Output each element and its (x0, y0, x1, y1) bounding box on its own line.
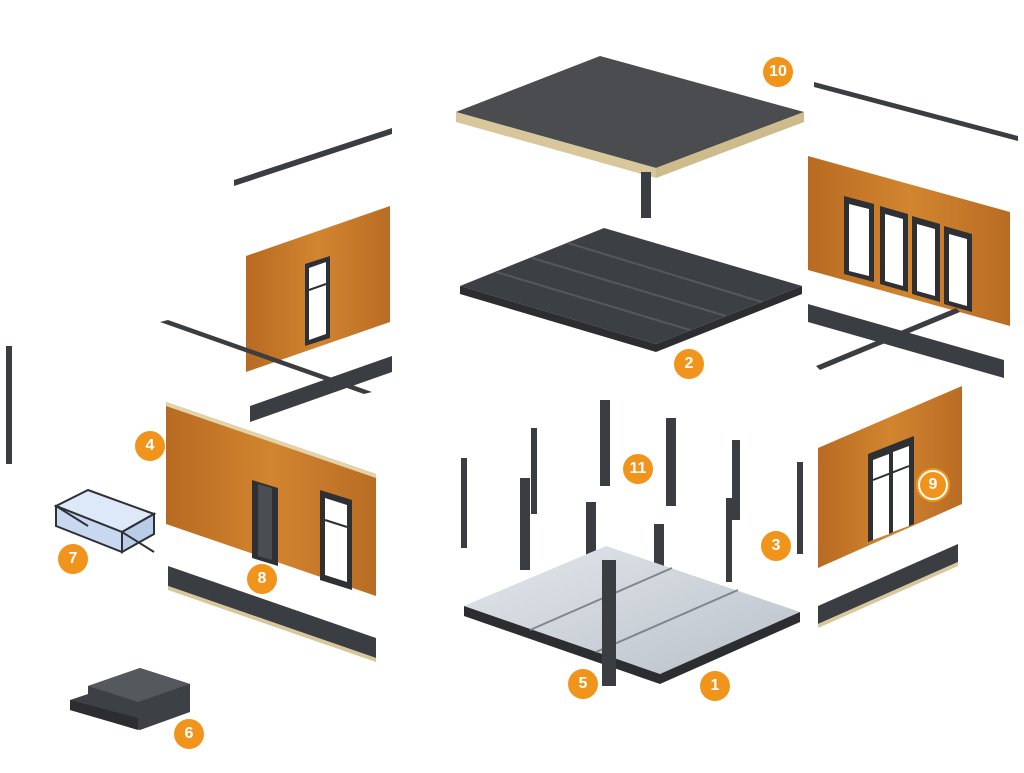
wall-base-back-right (808, 304, 1004, 378)
door-canopy (53, 488, 157, 554)
loose-post (6, 346, 12, 464)
callout-5: 5 (568, 669, 598, 699)
roof-beam-right (814, 82, 1018, 141)
roof-beam-left (234, 128, 392, 186)
callout-2: 2 (674, 349, 704, 379)
wall-back-left (246, 206, 390, 372)
wall-base-front-right (818, 544, 958, 628)
wall-base-back-left (250, 356, 392, 422)
ceiling-frame (460, 228, 802, 352)
floor-frame (464, 546, 800, 684)
callout-4: 4 (135, 431, 165, 461)
beam-diagonal-left (160, 320, 372, 394)
wall-back-right (808, 156, 1010, 326)
beam-diagonal-right (816, 308, 960, 370)
callout-3: 3 (761, 531, 791, 561)
callout-10: 10 (763, 57, 793, 87)
corner-post-right (797, 462, 803, 554)
entry-steps (70, 668, 190, 730)
callout-9: 9 (918, 470, 948, 500)
wall-front-left (166, 402, 376, 596)
front-post (602, 560, 616, 686)
wall-front-right (818, 386, 962, 568)
roof-panel (456, 56, 804, 178)
callout-11: 11 (623, 454, 653, 484)
roof-post (641, 172, 651, 218)
wall-base-front-left (168, 566, 376, 662)
callout-1: 1 (700, 671, 730, 701)
callout-6: 6 (174, 719, 204, 749)
callout-7: 7 (58, 544, 88, 574)
callout-8: 8 (247, 564, 277, 594)
